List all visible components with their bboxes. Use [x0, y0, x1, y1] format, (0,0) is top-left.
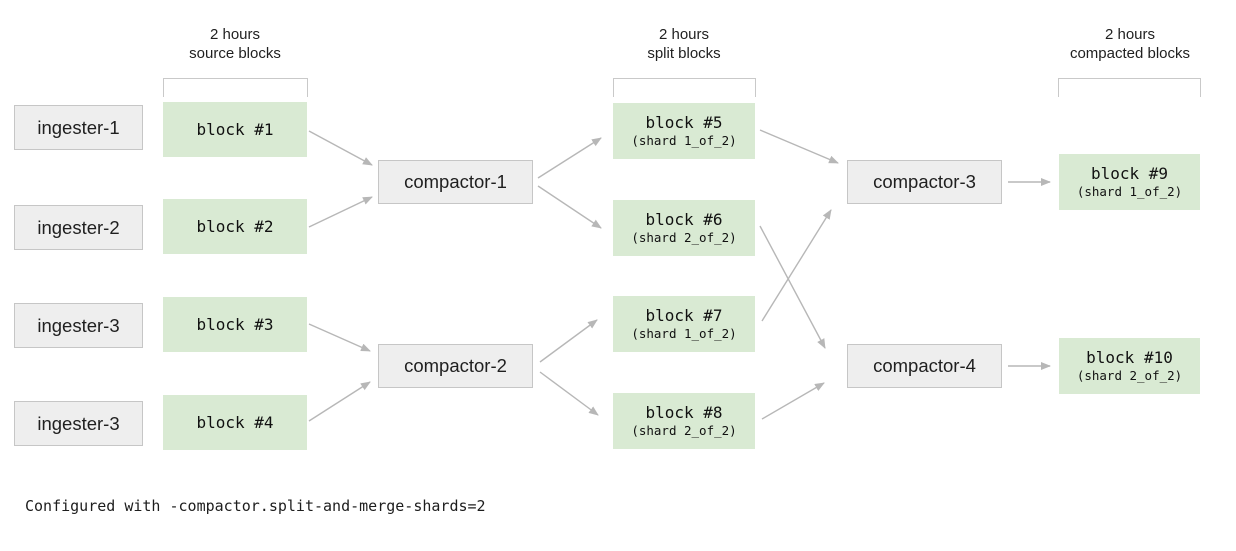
compacted-block-10-label: block #10 — [1086, 348, 1173, 367]
compacted-block-10-shard: (shard 2_of_2) — [1076, 368, 1183, 383]
source-blocks-header: 2 hours source blocks — [145, 25, 325, 63]
split-block-7-label: block #7 — [645, 306, 723, 325]
split-block-8-shard: (shard 2_of_2) — [631, 423, 737, 438]
ingester-node-1: ingester-1 — [14, 105, 143, 150]
source-block-1: block #1 — [163, 102, 307, 157]
arrow-block-6-to-compactor-4 — [759, 225, 826, 349]
compacted-blocks-header-line2: compacted blocks — [1069, 45, 1191, 62]
source-block-2: block #2 — [163, 199, 307, 254]
compactor-node-3: compactor-3 — [847, 160, 1002, 204]
split-block-6: block #6 (shard 2_of_2) — [613, 200, 755, 256]
compacted-blocks-header-line1: 2 hours — [1104, 26, 1156, 43]
compacted-blocks-bracket — [1058, 78, 1201, 97]
arrow-compactor-2-to-block-8 — [539, 371, 599, 416]
arrow-block-3-to-compactor-2 — [308, 323, 371, 352]
arrow-block-5-to-compactor-3 — [759, 129, 839, 164]
source-block-3-label: block #3 — [196, 314, 274, 334]
source-blocks-bracket — [163, 78, 308, 97]
split-block-7: block #7 (shard 1_of_2) — [613, 296, 755, 352]
split-block-5: block #5 (shard 1_of_2) — [613, 103, 755, 159]
split-block-5-shard: (shard 1_of_2) — [631, 133, 737, 148]
arrow-compactor-1-to-block-5 — [537, 137, 602, 179]
arrow-block-7-to-compactor-3 — [761, 209, 832, 322]
source-blocks-header-line2: source blocks — [189, 45, 281, 62]
split-blocks-bracket — [613, 78, 756, 97]
split-block-6-shard: (shard 2_of_2) — [631, 230, 737, 245]
split-blocks-header-line2: split blocks — [647, 45, 721, 62]
arrow-compactor-2-to-block-7 — [539, 319, 598, 363]
arrow-block-8-to-compactor-4 — [761, 382, 825, 420]
compacted-block-9-shard: (shard 1_of_2) — [1076, 184, 1183, 199]
compacted-block-9-label: block #9 — [1090, 164, 1169, 183]
arrow-compactor-1-to-block-6 — [537, 185, 602, 229]
compactor-node-1: compactor-1 — [378, 160, 533, 204]
split-block-8: block #8 (shard 2_of_2) — [613, 393, 755, 449]
split-block-7-shard: (shard 1_of_2) — [631, 326, 737, 341]
source-blocks-header-line1: 2 hours — [209, 26, 261, 43]
arrow-block-4-to-compactor-2 — [308, 381, 371, 422]
compacted-block-10: block #10 (shard 2_of_2) — [1059, 338, 1200, 394]
split-blocks-header-line1: 2 hours — [658, 26, 710, 43]
arrow-block-1-to-compactor-1 — [308, 130, 373, 166]
split-block-5-label: block #5 — [645, 113, 723, 132]
source-block-4-label: block #4 — [196, 412, 274, 432]
source-block-1-label: block #1 — [196, 119, 274, 139]
compactor-node-2: compactor-2 — [378, 344, 533, 388]
split-block-6-label: block #6 — [645, 210, 723, 229]
split-block-8-label: block #8 — [645, 403, 723, 422]
source-block-2-label: block #2 — [196, 216, 274, 236]
source-block-3: block #3 — [163, 297, 307, 352]
ingester-node-2: ingester-2 — [14, 205, 143, 250]
config-caption: Configured with -compactor.split-and-mer… — [25, 497, 486, 515]
compacted-block-9: block #9 (shard 1_of_2) — [1059, 154, 1200, 210]
split-blocks-header: 2 hours split blocks — [594, 25, 774, 63]
ingester-node-3: ingester-3 — [14, 303, 143, 348]
compactor-node-4: compactor-4 — [847, 344, 1002, 388]
arrow-block-2-to-compactor-1 — [308, 196, 373, 228]
compacted-blocks-header: 2 hours compacted blocks — [1040, 25, 1220, 63]
source-block-4: block #4 — [163, 395, 307, 450]
ingester-node-4: ingester-3 — [14, 401, 143, 446]
